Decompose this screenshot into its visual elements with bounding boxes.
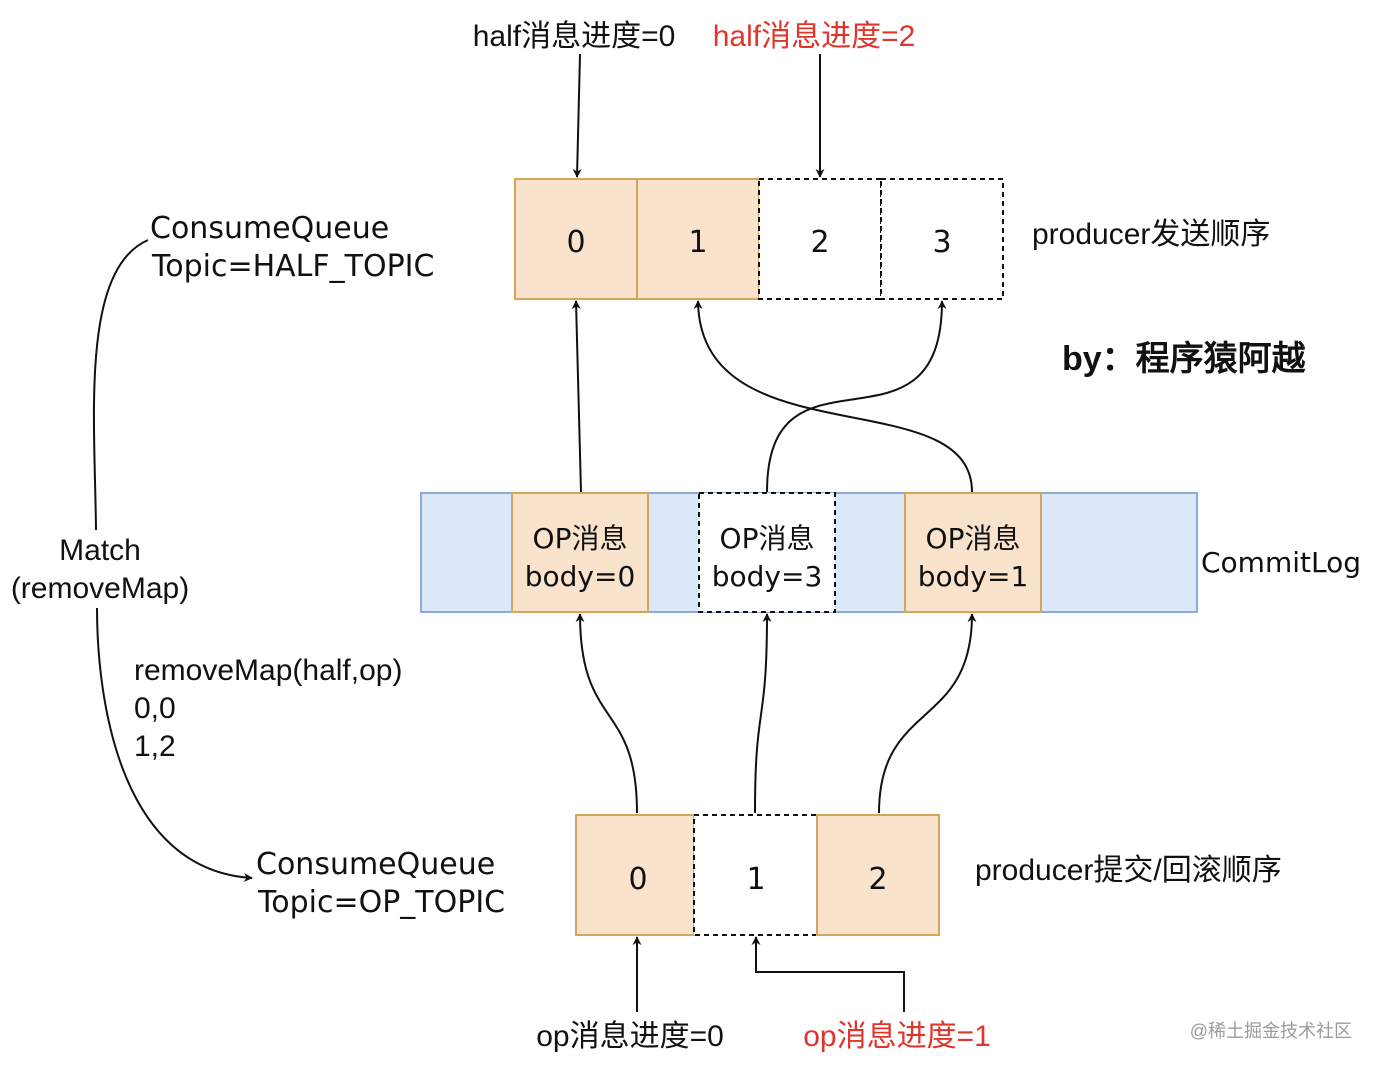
- half-queue-cell-1: [636, 178, 760, 300]
- op-message-1-line1: OP消息: [926, 522, 1021, 555]
- half-queue-title-line1: ConsumeQueue: [150, 211, 389, 246]
- op-queue-cell-1: [693, 814, 818, 936]
- half-cell-2-text: 2: [810, 225, 829, 260]
- op-cell-0-text: 0: [628, 862, 647, 897]
- match-label-line1: Match: [59, 534, 141, 567]
- arrow-op0-to-half0: [571, 300, 582, 493]
- half-progress-2-label: half消息进度=2: [713, 20, 916, 53]
- op-queue-title-line2: Topic=OP_TOPIC: [257, 885, 505, 920]
- op-progress-1-label: op消息进度=1: [803, 1020, 991, 1053]
- op-queue-cell-0: [575, 814, 695, 936]
- op-queue-cell-2: [816, 814, 940, 936]
- commitlog-op-message-3: [698, 492, 836, 613]
- match-curve: [92, 239, 252, 878]
- op-topic-queue: 0 1 2: [575, 814, 940, 936]
- commitlog-op-message-0: [511, 492, 649, 613]
- watermark: @稀土掘金技术社区: [1190, 1021, 1352, 1041]
- arrow-half-progress-0: [572, 53, 582, 178]
- arrow-op1-to-half1: [693, 300, 973, 493]
- op-progress-0-label: op消息进度=0: [536, 1020, 724, 1053]
- commitlog: OP消息 body=0 OP消息 body=3 OP消息 body=1: [420, 492, 1198, 613]
- op-message-0-line1: OP消息: [533, 522, 628, 555]
- half-queue-cell-3: [880, 178, 1004, 300]
- half-cell-0-text: 0: [566, 225, 585, 260]
- arrow-opq1-to-commitlog: [754, 613, 772, 814]
- author-label: by：程序猿阿越: [1062, 340, 1307, 378]
- commitlog-label: CommitLog: [1201, 546, 1361, 579]
- arrow-opq0-to-commitlog: [575, 613, 638, 814]
- op-cell-1-text: 1: [746, 862, 765, 897]
- op-cell-2-text: 2: [868, 862, 887, 897]
- removemap-row-1: 1,2: [134, 730, 176, 763]
- op-message-3-line1: OP消息: [720, 522, 815, 555]
- half-queue-cell-2: [758, 178, 882, 300]
- arrow-op3-to-half3: [766, 300, 947, 493]
- op-message-0-line2: body=0: [525, 560, 636, 593]
- op-message-1-line2: body=1: [918, 560, 1029, 593]
- commitlog-op-message-1: [904, 492, 1042, 613]
- half-progress-0-label: half消息进度=0: [473, 20, 676, 53]
- producer-commit-order-label: producer提交/回滚顺序: [975, 854, 1282, 887]
- removemap-title: removeMap(half,op): [134, 654, 402, 687]
- match-label-line2: (removeMap): [11, 572, 189, 605]
- half-cell-1-text: 1: [688, 225, 707, 260]
- removemap-row-0: 0,0: [134, 692, 176, 725]
- op-queue-title-line1: ConsumeQueue: [256, 847, 495, 882]
- half-topic-queue: 0 1 2 3: [514, 178, 1004, 300]
- arrow-opq2-to-commitlog: [878, 613, 977, 814]
- half-cell-3-text: 3: [932, 225, 951, 260]
- half-queue-title-line2: Topic=HALF_TOPIC: [151, 249, 434, 284]
- producer-send-order-label: producer发送顺序: [1032, 218, 1270, 251]
- op-message-3-line2: body=3: [712, 560, 823, 593]
- arrow-op-progress-1: [751, 936, 905, 1012]
